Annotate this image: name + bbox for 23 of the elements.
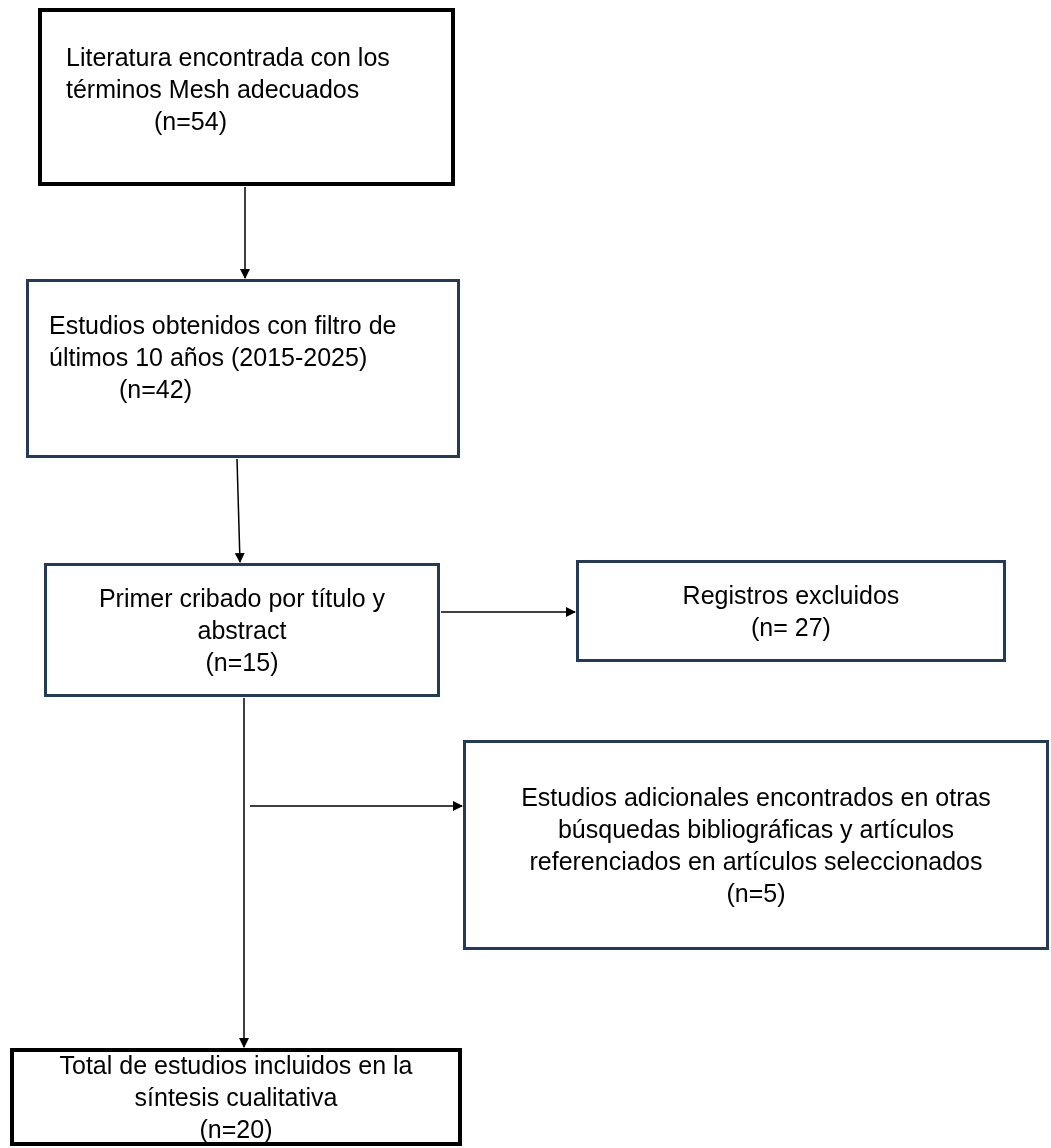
arrow bbox=[239, 697, 249, 1048]
box-text: Estudios obtenidos con filtro de últimos 10 años (2015-2025) bbox=[49, 309, 398, 373]
process-box bbox=[463, 740, 1049, 950]
count-text: (n= 27) bbox=[750, 612, 832, 643]
box-text: Primer cribado por título y abstract bbox=[97, 583, 387, 646]
process-box bbox=[10, 1048, 462, 1146]
count-text: (n=20) bbox=[198, 1114, 274, 1145]
arrow bbox=[249, 801, 463, 811]
count-text: (n=42) bbox=[118, 373, 193, 405]
arrow bbox=[234, 458, 245, 563]
box-text: Total de estudios incluidos en la síntesis cualitativa bbox=[58, 1050, 414, 1113]
process-box bbox=[44, 563, 440, 697]
arrow bbox=[240, 186, 250, 279]
process-box bbox=[26, 279, 460, 458]
count-text: (n=15) bbox=[204, 647, 280, 678]
process-box bbox=[576, 560, 1006, 662]
box-text: Literatura encontrada con los términos Mesh adecuados bbox=[66, 42, 391, 105]
box-text: Estudios adicionales encontrados en otras búsquedas bibliográficas y artículos referenciados en artículos seleccionados bbox=[520, 782, 992, 877]
count-text: (n=54) bbox=[153, 106, 228, 137]
box-text: Registros excluidos bbox=[681, 580, 901, 611]
arrow bbox=[440, 607, 576, 617]
process-box bbox=[38, 8, 455, 186]
count-text: (n=5) bbox=[725, 878, 787, 909]
